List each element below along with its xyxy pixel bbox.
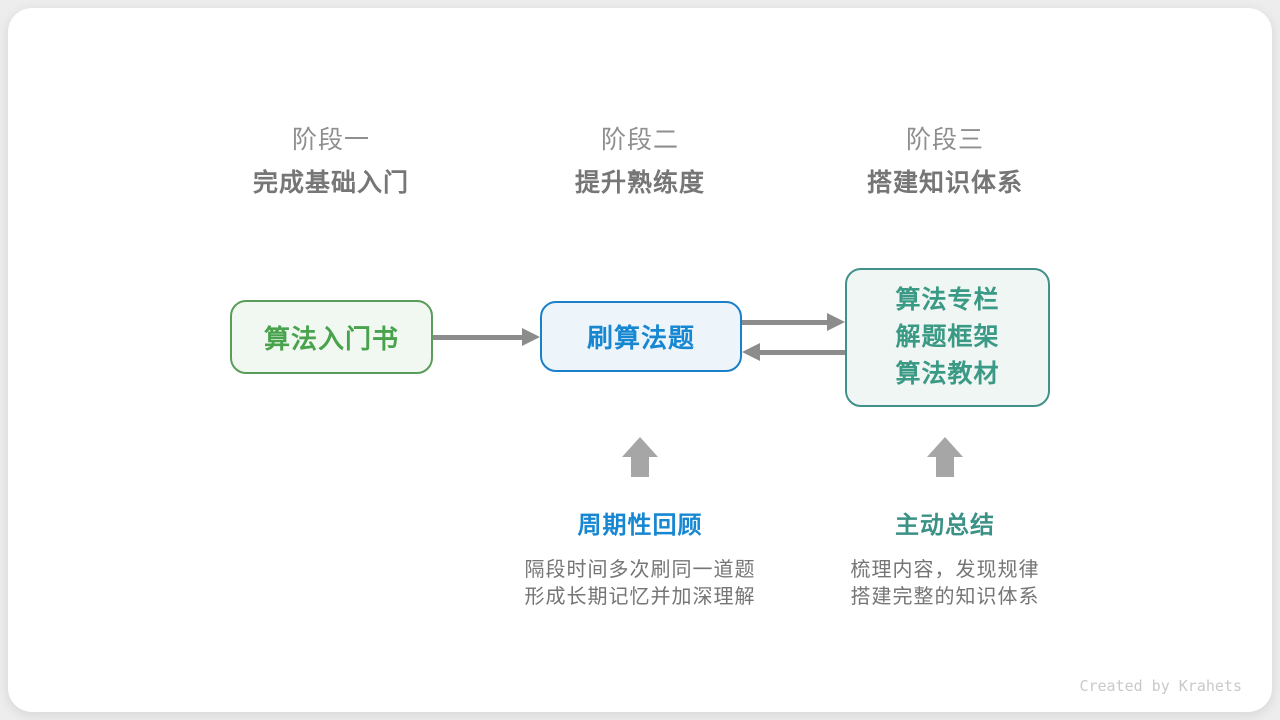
annotation-title: 主动总结 xyxy=(895,512,995,539)
arrowhead-up xyxy=(927,437,963,457)
arrow-shaft xyxy=(759,349,845,355)
node-knowledge-resources: 算法专栏 解题框架 算法教材 xyxy=(845,268,1050,407)
annotation-line: 搭建完整的知识体系 xyxy=(850,586,1040,608)
stage-1-label: 阶段一 xyxy=(291,126,370,154)
annotation-periodic-review: 周期性回顾 隔段时间多次刷同一道题 形成长期记忆并加深理解 xyxy=(490,511,790,611)
annotation-line: 形成长期记忆并加深理解 xyxy=(524,586,756,608)
annotation-description: 隔段时间多次刷同一道题 形成长期记忆并加深理解 xyxy=(490,557,790,611)
node-label: 解题框架 xyxy=(895,323,1000,351)
stage-3-label: 阶段三 xyxy=(905,126,984,154)
arrowhead-left xyxy=(742,343,760,361)
stage-2-subtitle: 提升熟练度 xyxy=(574,169,705,197)
arrow-shaft xyxy=(742,319,828,325)
annotation-line: 隔段时间多次刷同一道题 xyxy=(524,559,756,581)
node-label: 算法专栏 xyxy=(895,286,1000,314)
stage-3-header: 阶段三 搭建知识体系 xyxy=(795,125,1095,198)
arrow-up-icon xyxy=(622,437,658,477)
arrowhead-right xyxy=(827,313,845,331)
arrow-right-icon xyxy=(433,328,540,346)
stage-2-label: 阶段二 xyxy=(600,126,679,154)
credit-watermark: Created by Krahets xyxy=(1079,677,1242,695)
node-label: 算法教材 xyxy=(895,360,1000,388)
arrow-left-icon xyxy=(742,343,845,361)
arrowhead-right xyxy=(522,328,540,346)
stage-2-header: 阶段二 提升熟练度 xyxy=(490,125,790,198)
node-algorithm-intro-book: 算法入门书 xyxy=(230,300,433,374)
arrowhead-up xyxy=(622,437,658,457)
annotation-title: 周期性回顾 xyxy=(577,512,703,539)
arrow-stem xyxy=(631,456,649,477)
annotation-line: 梳理内容，发现规律 xyxy=(850,559,1040,581)
stage-1-subtitle: 完成基础入门 xyxy=(252,169,409,197)
annotation-description: 梳理内容，发现规律 搭建完整的知识体系 xyxy=(795,557,1095,611)
node-practice-problems: 刷算法题 xyxy=(540,301,742,372)
node-label: 刷算法题 xyxy=(586,323,695,353)
diagram-card: 阶段一 完成基础入门 阶段二 提升熟练度 阶段三 搭建知识体系 算法入门书 刷算… xyxy=(8,8,1272,712)
arrow-shaft xyxy=(433,334,523,340)
node-label: 算法入门书 xyxy=(263,323,399,354)
arrow-up-icon xyxy=(927,437,963,477)
stage-1-header: 阶段一 完成基础入门 xyxy=(181,125,481,198)
stage-3-subtitle: 搭建知识体系 xyxy=(866,169,1023,197)
annotation-active-summary: 主动总结 梳理内容，发现规律 搭建完整的知识体系 xyxy=(795,511,1095,611)
arrow-stem xyxy=(936,456,954,477)
arrow-right-icon xyxy=(742,313,845,331)
